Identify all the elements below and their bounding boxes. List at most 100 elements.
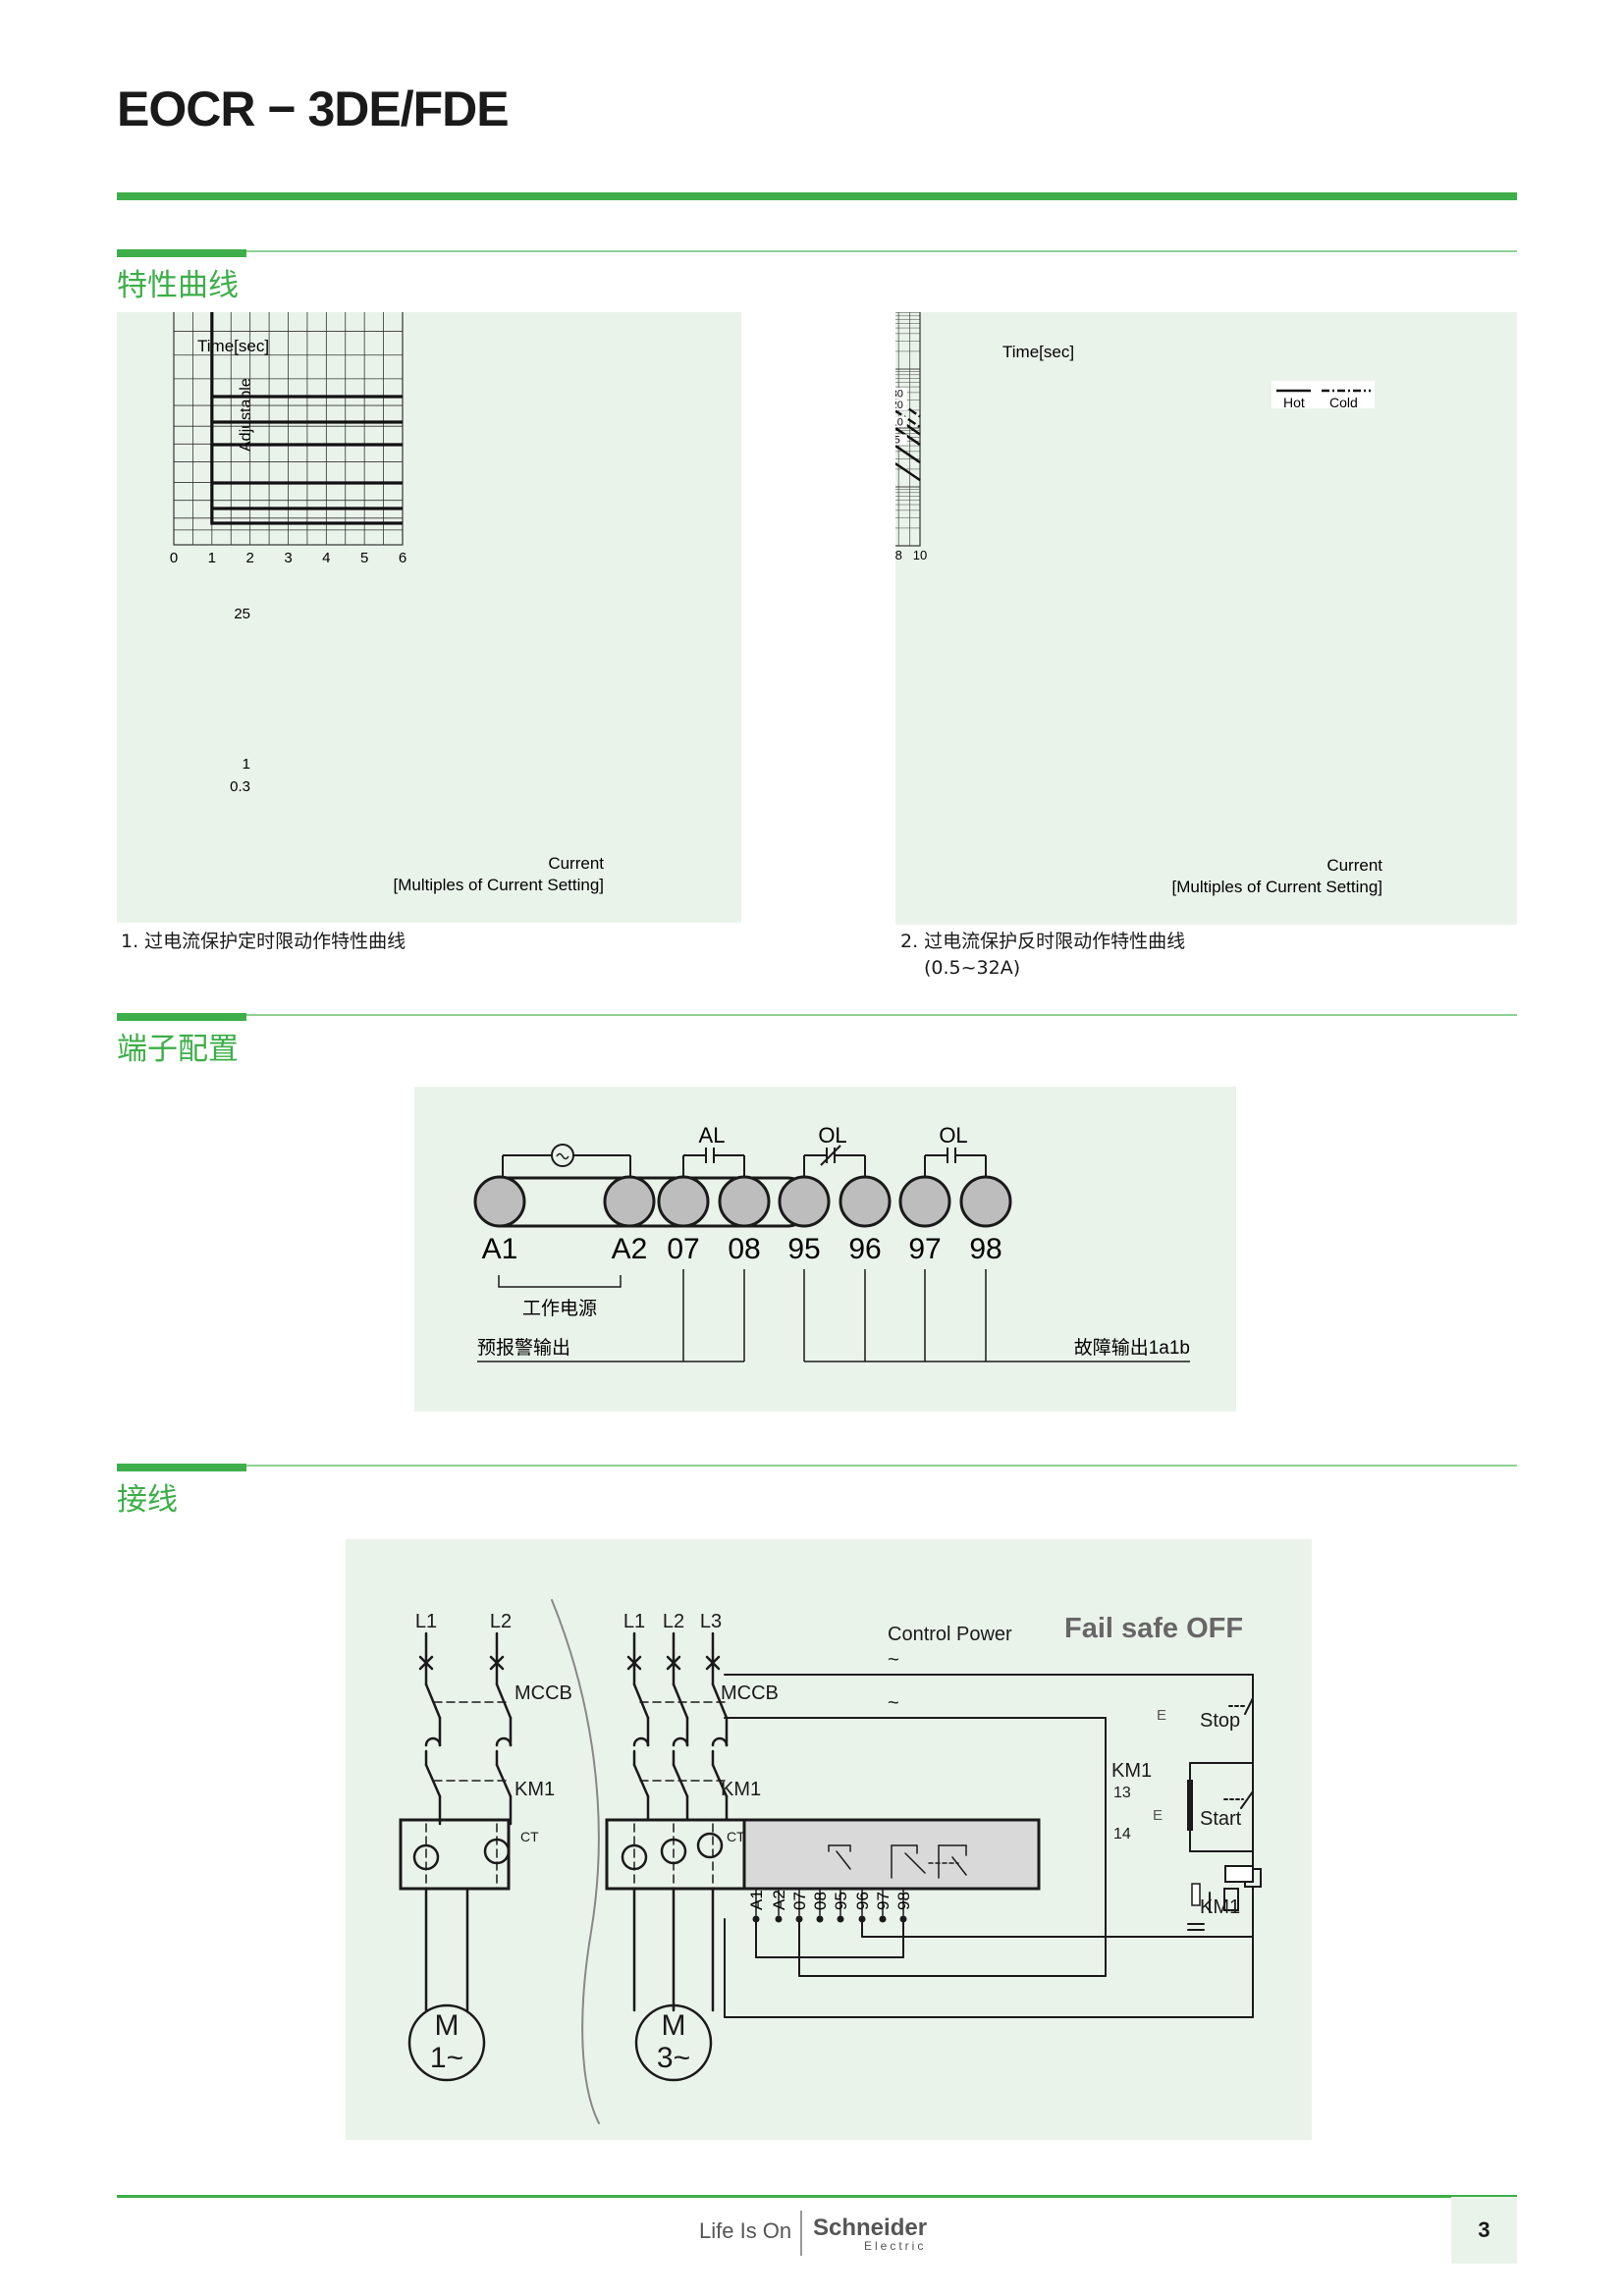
footer-rule <box>117 2195 1517 2198</box>
relay-terminal-dots <box>752 1888 907 1923</box>
section-tab <box>117 249 246 257</box>
chart2-xlabel: Current <box>1326 856 1382 875</box>
km1-label: KM1 <box>514 1779 555 1800</box>
chart1-xlabel-units: [Multiples of Current Setting] <box>394 876 604 894</box>
chart-panel-inverse: Time[sec] 0.1110100100010000 1246810 510… <box>661 243 1517 925</box>
chart2-caption-line2: (0.5~32A) <box>924 957 1021 979</box>
start-label: Start <box>1200 1808 1242 1830</box>
chart2-xticks: 1246810 <box>695 548 927 562</box>
section-title-wiring: 接线 <box>117 1482 178 1518</box>
terminal-screw <box>657 1175 710 1228</box>
chart1-xlabel: Current <box>548 854 604 873</box>
chart1-xtick: 3 <box>284 550 292 566</box>
section-tab <box>117 1464 246 1471</box>
e-mark: E <box>1157 1707 1166 1724</box>
relay-terminal-dot <box>775 1915 783 1923</box>
terminal-13: 13 <box>1113 1785 1131 1801</box>
curve-label: 10 <box>895 416 903 428</box>
phase-label: L2 <box>490 1611 512 1632</box>
plot-frame <box>698 250 921 547</box>
contact-label-al: AL <box>699 1123 726 1148</box>
relay-terminal-dot <box>752 1915 760 1923</box>
phase-label: L3 <box>700 1611 722 1632</box>
relay-terminal-label: A2 <box>770 1890 788 1910</box>
page-title: EOCR − 3DE/FDE <box>117 81 510 136</box>
relay-terminal-dot <box>795 1915 803 1923</box>
ac-symbol: ~ <box>888 1649 899 1671</box>
km1-label: KM1 <box>721 1779 761 1800</box>
terminal-label: A2 <box>612 1233 648 1265</box>
wiring-diagram: L1 L2 MCCB KM1 CT M 1~ L1 L2 L3 MCCB KM1… <box>399 1599 1262 2124</box>
chart1-ytick: 1 <box>243 756 250 773</box>
terminal-screw <box>839 1175 892 1228</box>
page-number: 3 <box>1451 2197 1517 2264</box>
chart2-caption-line1: 2. 过电流保护反时限动作特性曲线 <box>900 931 1186 952</box>
left-ct-icon <box>483 1838 511 1865</box>
chart2-curve-labels: 51020305102030 <box>832 368 907 446</box>
phase-label: L1 <box>623 1611 645 1632</box>
brand-sub: Electric <box>864 2239 927 2253</box>
control-power-label: Control Power <box>888 1624 1012 1645</box>
chart1-lines <box>210 248 403 525</box>
motor-label: M <box>662 2009 686 2042</box>
inverse-time-chart: Time[sec] 0.1110100100010000 1246810 510… <box>661 243 1382 896</box>
left-ct-icon <box>412 1843 440 1871</box>
terminal-label: 98 <box>969 1233 1001 1265</box>
phase-label: L1 <box>415 1611 437 1632</box>
mccb-label: MCCB <box>514 1682 572 1704</box>
relay-terminal-label: A1 <box>747 1890 766 1910</box>
relay-terminal-label: 98 <box>894 1892 913 1910</box>
stop-label: Stop <box>1200 1710 1240 1732</box>
curve-label: 20 <box>895 400 903 411</box>
e-mark: E <box>1153 1807 1163 1824</box>
section-title-curves: 特性曲线 <box>117 268 239 303</box>
terminal-screw <box>718 1175 771 1228</box>
terminal-screw <box>603 1175 656 1228</box>
chart1-ytick: 0.3 <box>230 778 250 795</box>
mccb-label: MCCB <box>721 1682 779 1704</box>
fault-output-label: 故障输出1a1b <box>1074 1337 1190 1359</box>
terminal-label: 96 <box>848 1233 881 1265</box>
chart1-xtick: 1 <box>208 550 216 566</box>
terminal-label: 07 <box>667 1233 699 1265</box>
terminal-screw <box>473 1175 526 1228</box>
separator-curve <box>551 1599 600 2124</box>
varistor-icon <box>1191 1883 1201 1906</box>
relay-terminal-label: 07 <box>790 1892 809 1910</box>
right-ct-icon <box>660 1838 687 1865</box>
chart2-xtick: 10 <box>913 548 927 562</box>
chart2-grid <box>698 250 921 547</box>
alarm-output-label: 预报警输出 <box>477 1337 570 1359</box>
terminal-label: 08 <box>728 1233 760 1265</box>
header-rule <box>117 192 1517 200</box>
contact-label-ol: OL <box>939 1123 967 1148</box>
chart2-xtick: 8 <box>895 548 902 562</box>
footer-separator <box>800 2211 802 2256</box>
relay-terminal-dot <box>816 1915 824 1923</box>
motor-label: M <box>435 2009 460 2042</box>
terminal-label: A1 <box>482 1233 518 1265</box>
phase-label: L2 <box>663 1611 684 1632</box>
chart1-xtick: 5 <box>360 550 368 566</box>
ol-no-contact-icon <box>924 1148 987 1178</box>
curve-label-bg <box>887 434 907 446</box>
legend-cold: Cold <box>1329 395 1358 410</box>
chart1-ylabel: Time[sec] <box>197 337 269 355</box>
ac-symbol: ~ <box>888 1692 899 1714</box>
right-ct-icon <box>621 1843 648 1871</box>
aux-contact-label: KM1 <box>1111 1760 1152 1782</box>
chart2-ylabel: Time[sec] <box>1002 343 1074 361</box>
terminal-label: 95 <box>787 1233 820 1265</box>
section-rule <box>117 250 1517 252</box>
curve-label: 30 <box>895 388 903 400</box>
section-tab <box>117 1013 246 1021</box>
relay-contacts <box>828 1844 967 1879</box>
chart1-xtick: 6 <box>399 550 406 566</box>
tagline: Life Is On <box>699 2218 792 2243</box>
terminal-screw <box>898 1175 951 1228</box>
level-line <box>210 248 403 525</box>
